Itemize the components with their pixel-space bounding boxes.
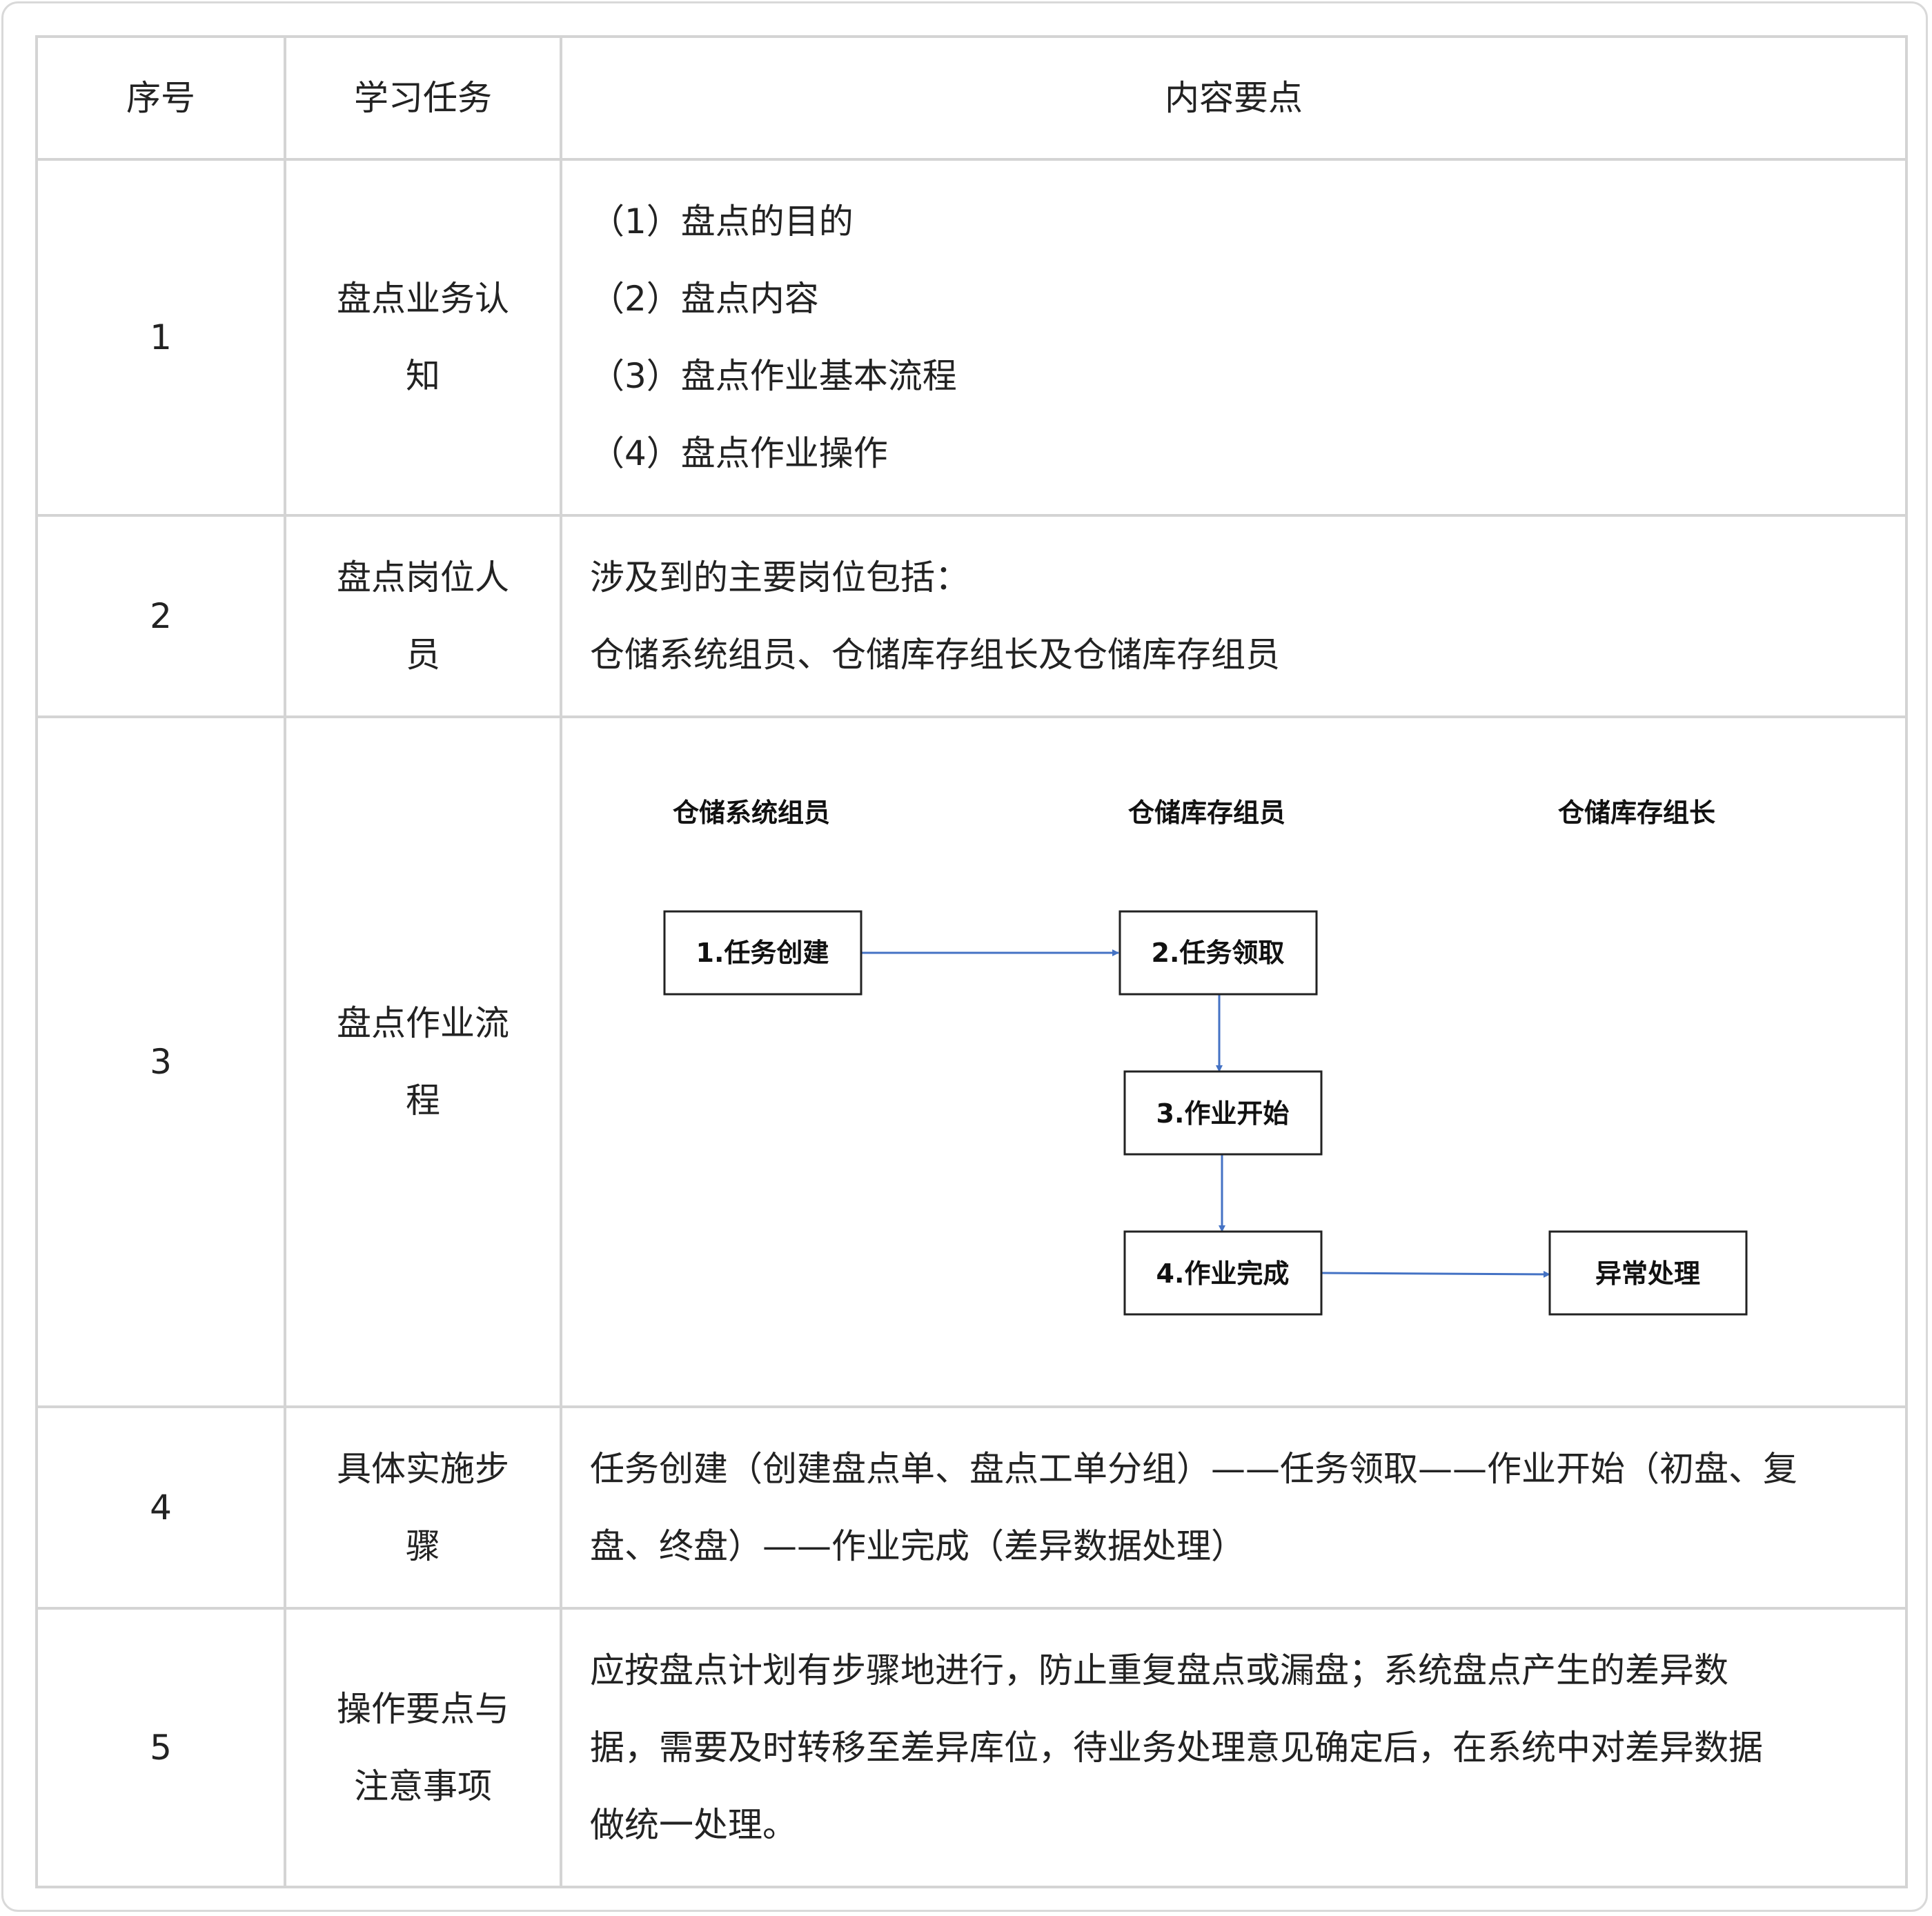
role-label-inventory-member: 仓储库存组员 xyxy=(1128,798,1285,828)
content-line: 涉及到的主要岗位包括： xyxy=(590,557,969,597)
task-line: 程 xyxy=(406,1080,440,1120)
content-line: （2）盘点内容 xyxy=(590,279,819,319)
table-header-row: 序号 学习任务 内容要点 xyxy=(35,35,1908,161)
row-task: 盘点作业流 程 xyxy=(284,715,562,1408)
step-box-task-claim: 2.任务领取 xyxy=(1118,910,1318,996)
table-row: 4 具体实施步 骤 任务创建（创建盘点单、盘点工单分组）——任务领取——作业开始… xyxy=(35,1405,1908,1610)
row-task: 盘点业务认 知 xyxy=(284,158,562,517)
step-box-work-complete: 4.作业完成 xyxy=(1123,1230,1323,1316)
content-line: 应按盘点计划有步骤地进行，防止重复盘点或漏盘；系统盘点产生的差异数 xyxy=(590,1650,1728,1690)
role-label-inventory-leader: 仓储库存组长 xyxy=(1558,798,1715,828)
content-line: 做统一处理。 xyxy=(590,1805,797,1845)
content-line: （4）盘点作业操作 xyxy=(590,433,888,473)
row-content: 任务创建（创建盘点单、盘点工单分组）——任务领取——作业开始（初盘、复 盘、终盘… xyxy=(560,1405,1908,1610)
content-line: （1）盘点的目的 xyxy=(590,201,854,241)
row-content: 应按盘点计划有步骤地进行，防止重复盘点或漏盘；系统盘点产生的差异数 据，需要及时… xyxy=(560,1607,1908,1888)
row-content: （1）盘点的目的 （2）盘点内容 （3）盘点作业基本流程 （4）盘点作业操作 xyxy=(560,158,1908,517)
arrow-complete-to-exception xyxy=(1320,1270,1550,1278)
row-number: 1 xyxy=(35,158,286,517)
row-task: 盘点岗位人 员 xyxy=(284,514,562,718)
content-line: 任务创建（创建盘点单、盘点工单分组）——任务领取——作业开始（初盘、复 xyxy=(590,1449,1797,1489)
task-line: 注意事项 xyxy=(354,1766,492,1806)
step-label: 2.任务领取 xyxy=(1152,938,1285,968)
task-line: 骤 xyxy=(406,1526,440,1566)
content-line: 盘、终盘）——作业完成（差异数据处理） xyxy=(590,1526,1245,1566)
table-row: 5 操作要点与 注意事项 应按盘点计划有步骤地进行，防止重复盘点或漏盘；系统盘点… xyxy=(35,1607,1908,1888)
table-row: 2 盘点岗位人 员 涉及到的主要岗位包括： 仓储系统组员、仓储库存组长及仓储库存… xyxy=(35,514,1908,718)
task-line: 盘点作业流 xyxy=(337,1003,509,1043)
task-line: 员 xyxy=(406,635,440,675)
step-label: 1.任务创建 xyxy=(696,938,829,968)
header-index: 序号 xyxy=(35,35,286,161)
step-label: 异常处理 xyxy=(1595,1258,1700,1289)
row-number: 4 xyxy=(35,1405,286,1610)
flowchart-cell: 仓储系统组员 仓储库存组员 仓储库存组长 1.任务创建 2 xyxy=(560,715,1908,1408)
content-line: 据，需要及时转移至差异库位，待业务处理意见确定后，在系统中对差异数据 xyxy=(590,1728,1763,1768)
role-label-system-member: 仓储系统组员 xyxy=(673,798,830,828)
step-box-exception: 异常处理 xyxy=(1548,1230,1748,1316)
header-task: 学习任务 xyxy=(284,35,562,161)
row-content: 涉及到的主要岗位包括： 仓储系统组员、仓储库存组长及仓储库存组员 xyxy=(560,514,1908,718)
task-line: 盘点岗位人 xyxy=(337,557,509,597)
content-line: 仓储系统组员、仓储库存组长及仓储库存组员 xyxy=(590,635,1280,675)
row-task: 操作要点与 注意事项 xyxy=(284,1607,562,1888)
task-line: 具体实施步 xyxy=(337,1449,509,1489)
step-label: 4.作业完成 xyxy=(1156,1258,1290,1289)
task-line: 知 xyxy=(406,356,440,396)
row-task: 具体实施步 骤 xyxy=(284,1405,562,1610)
inventory-flowchart: 仓储系统组员 仓储库存组员 仓储库存组长 1.任务创建 2 xyxy=(663,798,1748,1316)
row-number: 5 xyxy=(35,1607,286,1888)
content-line: （3）盘点作业基本流程 xyxy=(590,356,957,396)
task-line: 盘点业务认 xyxy=(337,279,509,319)
task-line: 操作要点与 xyxy=(337,1689,509,1729)
table-row: 1 盘点业务认 知 （1）盘点的目的 （2）盘点内容 （3）盘点作业基本流程 （… xyxy=(35,158,1908,517)
step-box-work-start: 3.作业开始 xyxy=(1123,1070,1323,1156)
table-row: 3 盘点作业流 程 仓储系统组员 仓储库存组员 仓储库存组长 xyxy=(35,715,1908,1408)
step-label: 3.作业开始 xyxy=(1156,1098,1290,1129)
header-content: 内容要点 xyxy=(560,35,1908,161)
row-number: 2 xyxy=(35,514,286,718)
row-number: 3 xyxy=(35,715,286,1408)
step-box-task-create: 1.任务创建 xyxy=(663,910,862,996)
study-task-table: 序号 学习任务 内容要点 1 盘点业务认 知 （1）盘点的目的 （2）盘点内容 … xyxy=(35,35,1908,1888)
